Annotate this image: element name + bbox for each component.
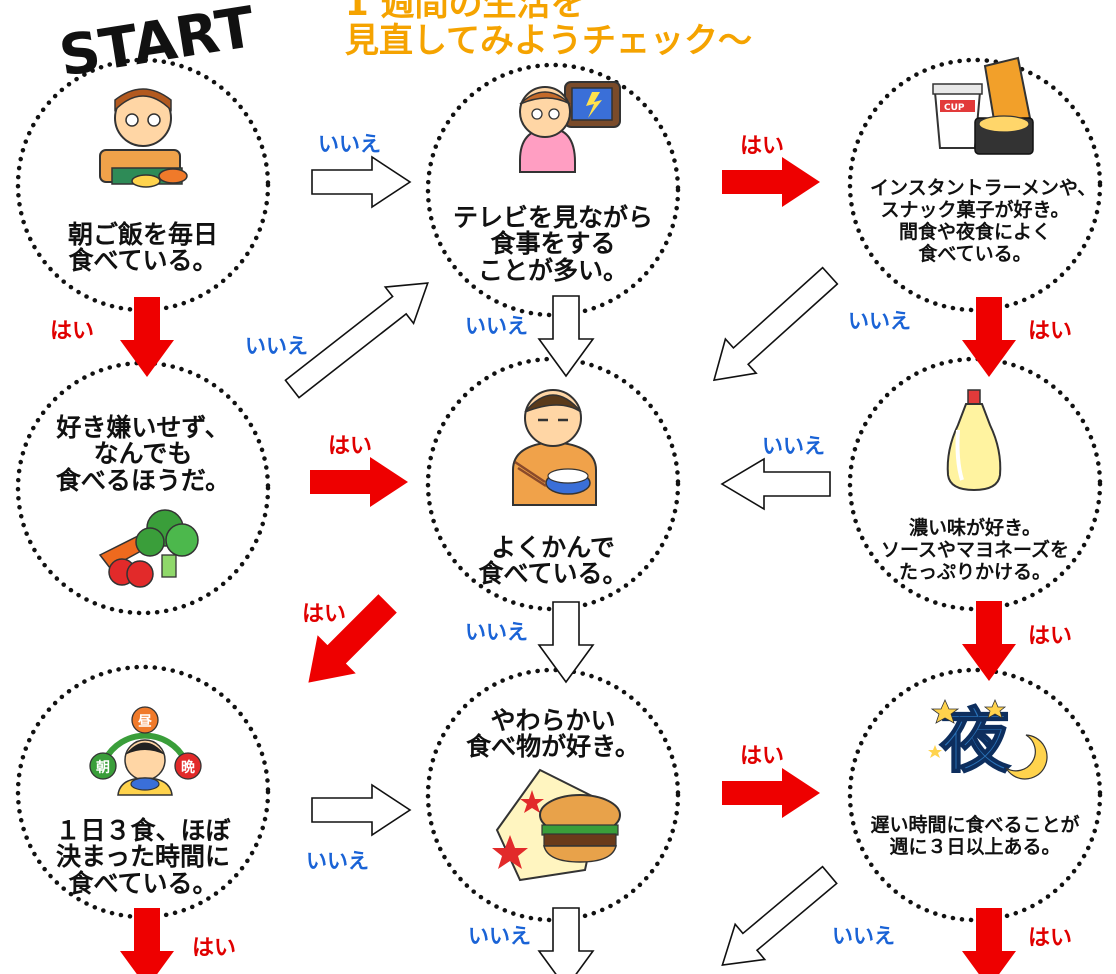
yes-arrow-meals-down [120,908,174,974]
node-text-line: 食べ物が好き。 [466,732,640,762]
node-circle-soft [425,667,681,923]
no-label: いいえ [848,309,911,333]
node-text-line: 遅い時間に食べることが [870,814,1080,836]
yes-arrow-tv-right [722,157,820,207]
node-text-line: 好き嫌いせず、 [56,413,230,442]
no-arrow-meals-right [311,784,411,836]
yes-label: はい [302,602,347,627]
node-text-line: 週に３日以上ある。 [889,835,1061,858]
no-arrow-late-diagonal [721,865,838,966]
node-text-line: ソースやマヨネーズを [880,538,1070,561]
node-text-line: 食事をする [490,229,616,259]
node-text-strong: 濃い味が好き。 ソースやマヨネーズを たっぷりかける。 [870,517,1080,584]
node-text-line: スナック菓子が好き。 [880,198,1070,221]
node-text-line: 食べている。 [68,868,218,898]
node-text-soft: やわらかい 食べ物が好き。 [458,706,648,762]
node-text-line: 食べるほうだ。 [55,465,231,495]
meal-badge-dinner: 晩 [181,759,195,776]
node-text-line: 食べている。 [68,246,218,276]
yes-label: はい [740,134,785,159]
no-label: いいえ [465,620,528,644]
boy-chewing-icon [512,389,597,506]
no-label: いいえ [468,924,531,948]
yes-arrow-soft-right [722,768,820,818]
node-text-line: たっぷりかける。 [898,560,1051,583]
node-circle-strong [847,356,1103,612]
no-label: いいえ [318,132,381,156]
no-label: いいえ [762,434,825,458]
node-text-line: なんでも [93,439,193,469]
node-text-chew: よくかんで 食べている。 [458,533,648,589]
header-line-1: 1 週間の生活を [345,0,585,24]
child-watching-tv-icon [519,81,621,173]
node-text-line: 濃い味が好き。 [908,517,1042,539]
yes-label: はい [50,319,95,344]
vegetables-icon [98,509,199,588]
yes-label: はい [740,744,785,769]
node-text-instant: インスタントラーメンや、 スナック菓子が好き。 間食や夜食によく 食べている。 [870,177,1097,265]
hamburger-icon [492,768,621,882]
no-label: いいえ [306,849,369,873]
node-text-breakfast: 朝ご飯を毎日 食べている。 [48,220,238,276]
no-label: いいえ [245,334,308,358]
node-text-line: １日３食、ほぼ [55,816,231,845]
night-moon-icon: 夜 [928,698,1048,783]
yes-label: はい [1028,319,1073,344]
yes-arrow-chew-diagonal [308,594,397,683]
node-circle-chew [425,356,681,612]
node-circle-late [847,667,1103,923]
no-arrow-breakfast-right [311,156,411,208]
node-text-line: インスタントラーメンや、 [870,177,1097,199]
node-text-line: 間食や夜食によく [898,220,1051,243]
node-text-meals: １日３食、ほぼ 決まった時間に 食べている。 [48,816,238,898]
no-label: いいえ [832,924,895,948]
mayonnaise-bottle-icon [946,389,1002,492]
instant-noodles-icon: CUP [932,56,1034,155]
node-text-late: 遅い時間に食べることが 週に３日以上ある。 [870,814,1080,859]
header-line-2: 見直してみようチェック～ [345,20,752,61]
node-text-line: ことが多い。 [477,255,628,285]
node-circle-picky [15,360,271,616]
no-arrow-tv-down [538,295,594,377]
node-text-tv: テレビを見ながら 食事をする ことが多い。 [453,203,654,285]
no-arrow-strong-left [720,457,831,511]
child-eating-icon [99,88,188,188]
meal-badge-breakfast: 朝 [96,759,110,776]
svg-text:CUP: CUP [944,103,965,113]
header-title: 1 週間の生活を 見直してみようチェック～ [345,0,765,59]
node-circle-instant [847,57,1103,313]
node-text-line: やわらかい [490,706,616,735]
node-text-line: 食べている。 [478,559,628,589]
node-circle-breakfast [15,57,271,313]
yes-label: はい [328,434,373,459]
node-text-line: 食べている。 [918,242,1032,265]
yes-arrow-picky-right [310,457,408,507]
no-arrow-instant-to-chew [712,266,839,382]
node-text-line: 決まった時間に [55,842,230,872]
node-text-line: テレビを見ながら [453,203,654,232]
meal-badge-lunch: 昼 [138,714,152,730]
no-label: いいえ [465,314,528,338]
node-text-line: 朝ご飯を毎日 [67,220,218,249]
yes-label: はい [1028,926,1073,951]
node-circle-meals [15,664,271,920]
no-arrow-picky-to-tv [284,282,429,399]
node-text-line: よくかんで [491,533,615,562]
yes-label: はい [192,936,237,961]
node-text-picky: 好き嫌いせず、 なんでも 食べるほうだ。 [48,413,238,495]
meal-times-icon: 昼 朝 晩 [89,706,202,796]
node-circle-tv [425,62,681,318]
yes-label: はい [1028,624,1073,649]
